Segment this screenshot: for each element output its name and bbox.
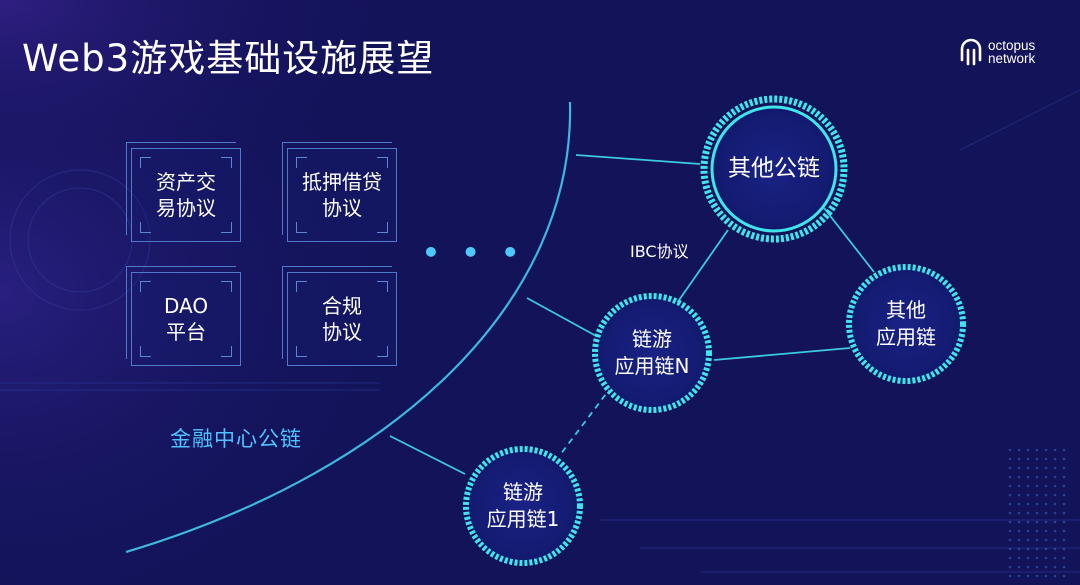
protocol-card-dao: DAO 平台 (126, 266, 241, 366)
node-other-public-chain (700, 95, 848, 243)
protocol-card-compliance: 合规 协议 (282, 266, 397, 366)
logo-wordmark: octopus network (988, 38, 1036, 66)
node-label-game-chain-1: 链游 应用链1 (486, 480, 560, 531)
protocol-card-label: 合规 协议 (322, 294, 362, 344)
node-label-game-chain-n: 链游 应用链N (614, 327, 690, 378)
protocol-card-label: DAO 平台 (163, 294, 209, 344)
decorative-lines (0, 89, 1080, 573)
connector-arc-other-public (575, 154, 701, 165)
protocol-card-asset-exchange: 资产交 易协议 (126, 142, 241, 242)
connector-arc-game-1 (389, 435, 466, 475)
node-other-app-chain (846, 264, 966, 384)
octopus-icon (960, 38, 982, 66)
finance-chain-arc (125, 101, 572, 554)
connector-game-n-other-app (713, 347, 851, 361)
octopus-network-logo: octopus network (958, 38, 1068, 72)
connector-other-public-other-app (823, 207, 875, 273)
page-title: Web3游戏基础设施展望 (22, 37, 435, 80)
node-label-other-app-chain: 其他 应用链 (876, 298, 936, 349)
logo-line-1: octopus (988, 38, 1036, 53)
node-game-chain-n (592, 293, 712, 413)
connectors (389, 154, 875, 475)
background-glow-top (0, 0, 600, 300)
ibc-protocol-label: IBC协议 (630, 242, 689, 261)
node-game-chain-1 (463, 446, 583, 566)
connector-arc-game-n (526, 297, 599, 338)
node-label-other-public-chain: 其他公链 (728, 155, 820, 182)
connector-other-public-game-n (676, 229, 729, 304)
logo-line-2: network (988, 51, 1036, 66)
protocol-card-label: 抵押借贷 协议 (302, 170, 382, 220)
connector-game-n-game-1 (559, 385, 613, 456)
more-protocols-ellipsis: • • • (422, 236, 526, 269)
protocol-card-lending: 抵押借贷 协议 (282, 142, 397, 242)
decorative-dot-grid (1008, 448, 1066, 578)
protocol-card-label: 资产交 易协议 (156, 170, 216, 220)
finance-chain-label: 金融中心公链 (170, 427, 302, 451)
